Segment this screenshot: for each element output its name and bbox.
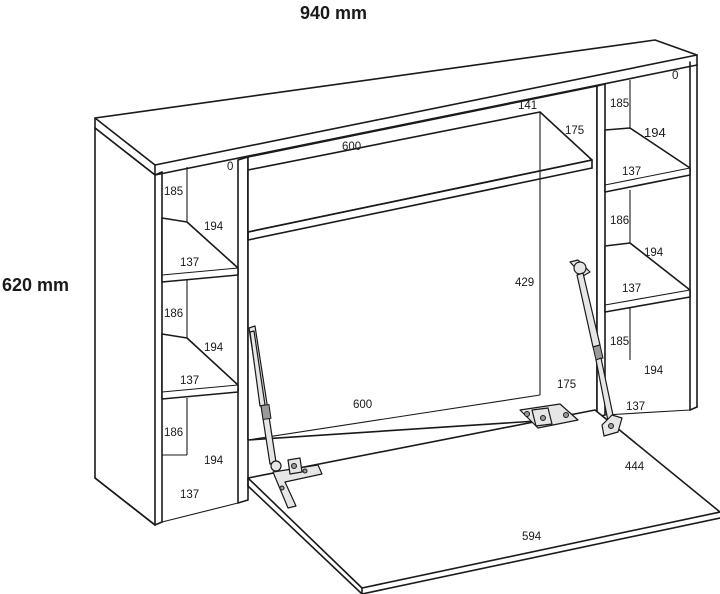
middle-shelf-front-top xyxy=(247,159,593,233)
left-middle-width: 137 xyxy=(180,375,199,387)
overall-height-label: 620 mm xyxy=(2,275,69,295)
left-shelf-2-front xyxy=(161,384,239,393)
desk-flap-edge-front-left xyxy=(247,485,363,594)
hinge-mark-left: 0 xyxy=(227,161,233,173)
center-opening-width: 600 xyxy=(353,399,372,411)
left-top-height: 185 xyxy=(164,186,183,198)
left-shelf-1 xyxy=(161,217,239,283)
left-top-width: 137 xyxy=(180,257,199,269)
desk-flap xyxy=(247,409,720,589)
flap-hinge xyxy=(519,403,579,429)
right-side-bottom xyxy=(689,406,698,411)
desk-flap-depth: 444 xyxy=(625,461,645,473)
left-shelf-2 xyxy=(161,333,239,400)
left-shelf-1-front xyxy=(161,267,239,276)
right-top-depth: 194 xyxy=(644,125,666,140)
cabinet-bottom-left xyxy=(94,477,156,526)
right-shelf-2 xyxy=(604,242,691,313)
gas-strut-left xyxy=(248,325,282,472)
overall-width-label: 940 mm xyxy=(300,3,367,23)
right-bottom-width: 137 xyxy=(626,401,645,413)
bracket-right xyxy=(601,414,623,437)
left-bottom-width: 137 xyxy=(180,489,199,501)
right-middle-width: 137 xyxy=(622,283,641,295)
left-top-depth: 194 xyxy=(204,221,224,233)
right-column-bottom-front xyxy=(604,409,691,416)
left-bottom-depth: 194 xyxy=(204,455,224,467)
desk-flap-width: 594 xyxy=(522,531,542,543)
bracket-left xyxy=(272,457,323,509)
center-opening-height: 429 xyxy=(515,277,534,289)
right-top-height: 185 xyxy=(610,98,629,110)
left-middle-depth: 194 xyxy=(204,342,224,354)
middle-shelf-width: 600 xyxy=(342,141,361,153)
right-shelf-1 xyxy=(604,127,691,193)
center-floor-back xyxy=(247,394,541,441)
left-bottom-height: 186 xyxy=(164,427,183,439)
gas-strut-right xyxy=(569,259,615,422)
desk-flap-edge-front xyxy=(361,517,720,594)
middle-shelf-front-bottom xyxy=(247,167,593,241)
left-column-bottom-front xyxy=(161,502,239,523)
left-column-divider xyxy=(237,156,249,504)
left-middle-height: 186 xyxy=(164,308,183,320)
left-column-front-edge xyxy=(154,171,163,176)
left-side-panel xyxy=(94,127,156,526)
middle-shelf-clearance: 141 xyxy=(518,100,537,112)
right-bottom-height: 185 xyxy=(610,336,629,348)
right-middle-depth: 194 xyxy=(644,247,664,259)
right-top-width: 137 xyxy=(622,166,641,178)
hinge-mark-right: 0 xyxy=(672,70,678,82)
right-shelf-1-front xyxy=(604,167,691,186)
cabinet-bottom-corner xyxy=(154,521,163,526)
right-middle-height: 186 xyxy=(610,215,629,227)
right-shelf-2-front xyxy=(604,289,691,306)
right-bottom-depth: 194 xyxy=(644,365,664,377)
center-opening-depth: 175 xyxy=(557,379,576,391)
middle-shelf-depth: 175 xyxy=(565,125,584,137)
